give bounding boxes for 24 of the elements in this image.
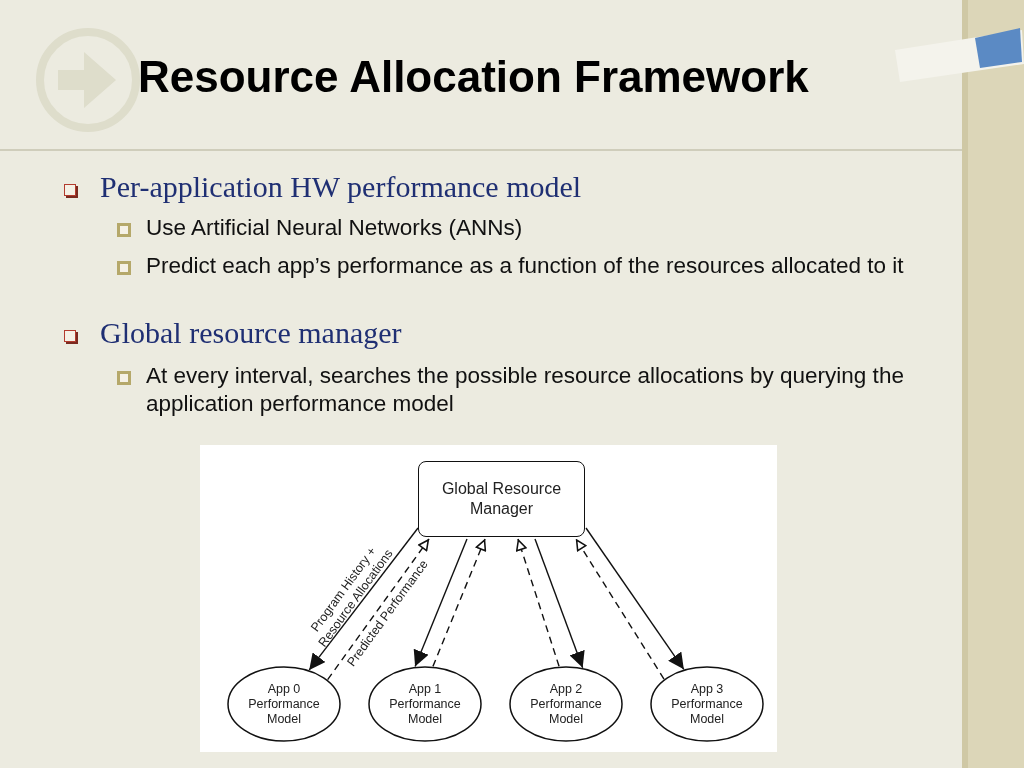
bullet-text: Global resource manager — [100, 316, 402, 350]
arrow — [413, 538, 468, 668]
node-label: App 3 Performance Model — [670, 681, 744, 727]
dashed-arrow — [326, 538, 430, 681]
model-ellipse — [368, 666, 482, 742]
model-ellipse — [509, 666, 623, 742]
bullet-text: At every interval, searches the possible resource allocations by querying the application performance model — [146, 362, 905, 418]
arrow — [308, 527, 419, 671]
slide-title: Resource Allocation Framework — [138, 52, 809, 102]
dashed-arrow — [432, 538, 487, 668]
dashed-arrow — [575, 538, 665, 680]
process-box — [418, 461, 585, 537]
node-label: App 0 Performance Model — [247, 681, 321, 727]
arrow — [585, 527, 685, 670]
node-label: Global Resource Manager — [440, 479, 563, 519]
node-label: App 2 Performance Model — [529, 681, 603, 727]
bullet-text: Use Artificial Neural Networks (ANNs) — [146, 214, 524, 242]
bullet-text: Per-application HW performance model — [100, 170, 582, 204]
model-ellipse — [650, 666, 764, 742]
arrow — [534, 538, 585, 669]
model-ellipse — [227, 666, 341, 742]
node-label: App 1 Performance Model — [388, 681, 462, 727]
bullet-text: Predict each app’s performance as a function of the resources allocated to it — [146, 252, 905, 280]
dashed-arrow — [515, 538, 560, 667]
